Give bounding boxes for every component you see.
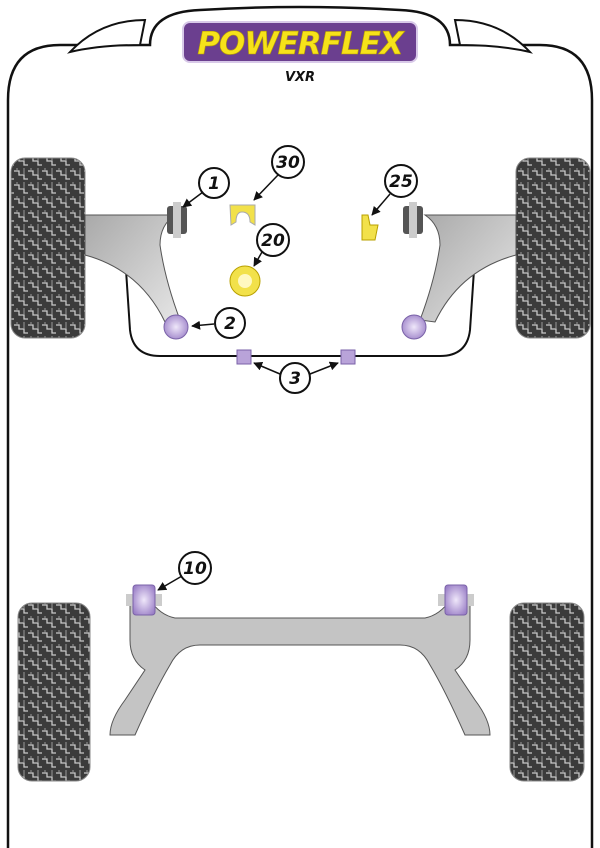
- callout-3[interactable]: 3: [279, 362, 311, 394]
- tire-rear-left: [17, 602, 91, 782]
- tire-rear-right: [509, 602, 585, 782]
- bush-anti-roll-bar-right[interactable]: [340, 349, 356, 365]
- bush-part-20[interactable]: [229, 265, 261, 297]
- tire-front-right: [515, 157, 591, 339]
- bush-front-wishbone-rear-left[interactable]: [163, 314, 189, 340]
- bush-rear-beam-right[interactable]: [438, 584, 474, 616]
- headlight-left: [67, 18, 147, 54]
- front-anti-roll-bar: [124, 254, 476, 357]
- svg-text:POWERFLEX: POWERFLEX: [197, 26, 405, 62]
- svg-text:1: 1: [208, 174, 220, 194]
- bush-anti-roll-bar-left[interactable]: [236, 349, 252, 365]
- callout-1[interactable]: 1: [198, 167, 230, 199]
- svg-text:2: 2: [224, 314, 236, 334]
- car-body-outline: [6, 5, 594, 848]
- svg-text:20: 20: [261, 231, 285, 251]
- svg-text:30: 30: [276, 153, 300, 173]
- tire-front-left: [10, 157, 86, 339]
- callout-20[interactable]: 20: [256, 223, 290, 257]
- wishbone-right: [419, 214, 517, 323]
- model-label: VXR: [285, 70, 315, 85]
- powerflex-logo: POWERFLEX: [182, 21, 418, 63]
- svg-text:25: 25: [389, 172, 413, 192]
- wishbone-left: [84, 214, 181, 323]
- callout-2[interactable]: 2: [214, 307, 246, 339]
- bush-rear-beam-left[interactable]: [126, 584, 162, 616]
- svg-text:10: 10: [183, 559, 207, 579]
- bush-front-wishbone-rear-right[interactable]: [401, 314, 427, 340]
- headlight-right: [453, 18, 533, 54]
- callout-30[interactable]: 30: [271, 145, 305, 179]
- callout-10[interactable]: 10: [178, 551, 212, 585]
- svg-text:3: 3: [289, 369, 301, 389]
- callout-25[interactable]: 25: [384, 164, 418, 198]
- rear-beam: [109, 599, 491, 736]
- bush-part-25[interactable]: [361, 214, 379, 241]
- bush-front-wishbone-front-left[interactable]: [167, 202, 187, 238]
- bush-front-wishbone-front-right[interactable]: [403, 202, 423, 238]
- bush-part-30[interactable]: [229, 204, 256, 226]
